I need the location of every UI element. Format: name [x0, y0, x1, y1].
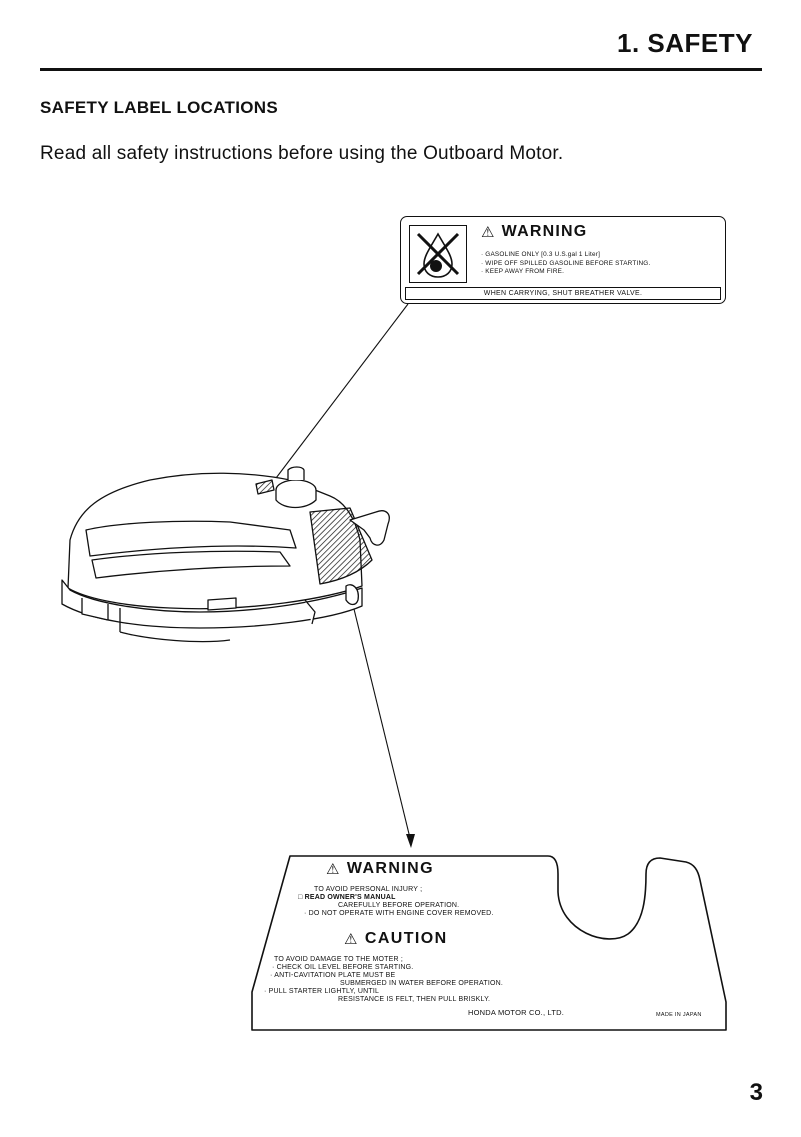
caution-line: TO AVOID DAMAGE TO THE MOTER ; — [274, 956, 404, 963]
warning-line: TO AVOID PERSONAL INJURY ; — [314, 886, 423, 893]
warning-heading-text: WARNING — [346, 860, 434, 877]
caution-line: RESISTANCE IS FELT, THEN PULL BRISKLY. — [338, 996, 491, 1003]
warning-triangle-icon: ⚠ — [344, 931, 359, 948]
warning-line: □ READ OWNER'S MANUAL — [298, 894, 396, 901]
fuel-warning-label: ⚠ WARNING · GASOLINE ONLY [0.3 U.S.gal 1… — [400, 216, 726, 304]
label-top-heading: ⚠ WARNING — [481, 223, 587, 241]
warning-triangle-icon: ⚠ — [481, 224, 496, 241]
caution-line: · ANTI-CAVITATION PLATE MUST BE — [270, 972, 396, 979]
label-bottom-warning-heading: ⚠ WARNING — [326, 860, 434, 878]
engine-cover-label: ⚠ WARNING TO AVOID PERSONAL INJURY ; □ R… — [248, 852, 728, 1034]
leader-line-top — [268, 303, 409, 490]
caution-line: · CHECK OIL LEVEL BEFORE STARTING. — [272, 964, 414, 971]
label-top-heading-text: WARNING — [501, 223, 588, 240]
label-top-lines: · GASOLINE ONLY [0.3 U.S.gal 1 Liter] · … — [481, 251, 650, 277]
warning-triangle-icon: ⚠ — [326, 861, 341, 878]
origin-text: MADE IN JAPAN — [656, 1012, 702, 1018]
caution-line: · PULL STARTER LIGHTLY, UNTIL — [264, 988, 380, 995]
chapter-title: 1. SAFETY — [617, 28, 753, 58]
no-fuel-flame-icon — [409, 225, 467, 283]
warning-line: CAREFULLY BEFORE OPERATION. — [338, 902, 460, 909]
intro-text: Read all safety instructions before usin… — [40, 143, 564, 164]
label-top-line: · GASOLINE ONLY [0.3 U.S.gal 1 Liter] — [481, 251, 601, 258]
label-top-line: · WIPE OFF SPILLED GASOLINE BEFORE START… — [481, 259, 651, 267]
label-top-line: · KEEP AWAY FROM FIRE. — [481, 268, 565, 276]
page-number: 3 — [749, 1079, 763, 1106]
label-outline — [251, 855, 727, 1031]
caution-heading-text: CAUTION — [364, 930, 448, 947]
header-rule — [40, 68, 762, 71]
caution-line: SUBMERGED IN WATER BEFORE OPERATION. — [340, 980, 504, 987]
label-top-footer: WHEN CARRYING, SHUT BREATHER VALVE. — [405, 287, 721, 300]
maker-name: HONDA MOTOR CO., LTD. — [468, 1008, 565, 1017]
section-title: SAFETY LABEL LOCATIONS — [40, 98, 279, 117]
label-bottom-caution-heading: ⚠ CAUTION — [344, 930, 448, 948]
warning-line: · DO NOT OPERATE WITH ENGINE COVER REMOV… — [304, 910, 494, 917]
